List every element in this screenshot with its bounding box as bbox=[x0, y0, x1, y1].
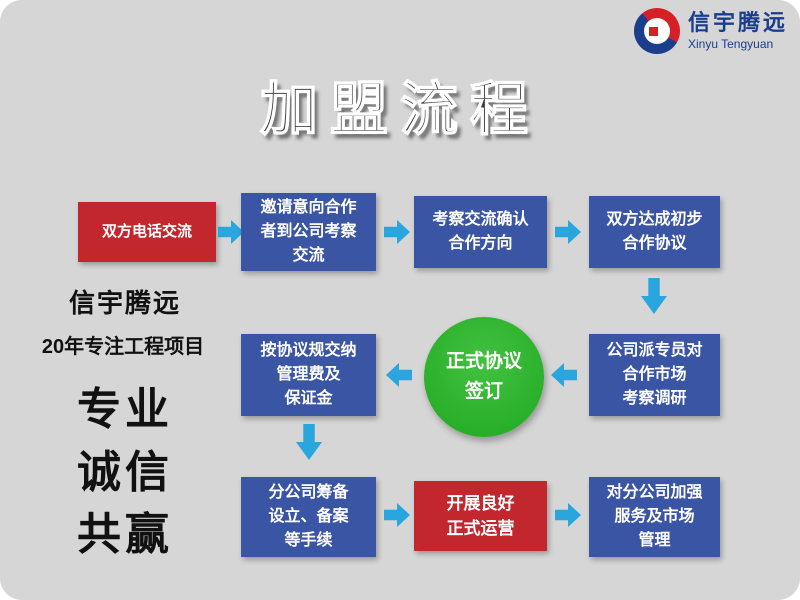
flow-node-strengthen-management: 对分公司加强 服务及市场 管理 bbox=[589, 477, 720, 557]
flow-node-formal-operation: 开展良好 正式运营 bbox=[414, 481, 547, 551]
arrow-right-icon bbox=[555, 503, 581, 527]
company-logo-text: 信宇腾远 Xinyu Tengyuan bbox=[687, 10, 788, 51]
flow-node-branch-setup-filing: 分公司筹备 设立、备案 等手续 bbox=[241, 477, 376, 557]
value-professional: 专业 bbox=[77, 385, 173, 434]
flow-node-phone-exchange: 双方电话交流 bbox=[78, 202, 216, 262]
company-name-en: Xinyu Tengyuan bbox=[687, 36, 774, 51]
company-logo-icon bbox=[633, 8, 680, 54]
arrow-left-icon bbox=[551, 363, 577, 387]
arrow-right-icon bbox=[384, 220, 410, 244]
sidebar-tagline: 20年专注工程项目 bbox=[41, 336, 205, 358]
flow-node-confirm-direction: 考察交流确认 合作方向 bbox=[414, 196, 547, 268]
arrow-down-icon bbox=[296, 424, 322, 460]
flow-node-pay-fees-deposit: 按协议规交纳 管理费及 保证金 bbox=[241, 334, 376, 416]
flow-node-invite-company-visit: 邀请意向合作 者到公司考察 交流 bbox=[241, 193, 376, 271]
value-integrity: 诚信 bbox=[77, 448, 173, 497]
arrow-right-icon bbox=[384, 503, 410, 527]
flow-node-formal-signing: 正式协议 签订 bbox=[424, 317, 544, 437]
sidebar-brand: 信宇腾远 bbox=[68, 288, 181, 318]
company-name-cn: 信宇腾远 bbox=[687, 10, 788, 36]
arrow-down-icon bbox=[641, 278, 667, 314]
company-logo: 信宇腾远 Xinyu Tengyuan bbox=[633, 8, 788, 54]
page-title: 加盟流程 bbox=[259, 76, 540, 143]
value-winwin: 共赢 bbox=[77, 510, 173, 559]
flow-node-market-research: 公司派专员对 合作市场 考察调研 bbox=[589, 334, 720, 416]
flow-node-initial-agreement: 双方达成初步 合作协议 bbox=[589, 196, 720, 268]
arrow-left-icon bbox=[386, 363, 412, 387]
arrow-right-icon bbox=[555, 220, 581, 244]
